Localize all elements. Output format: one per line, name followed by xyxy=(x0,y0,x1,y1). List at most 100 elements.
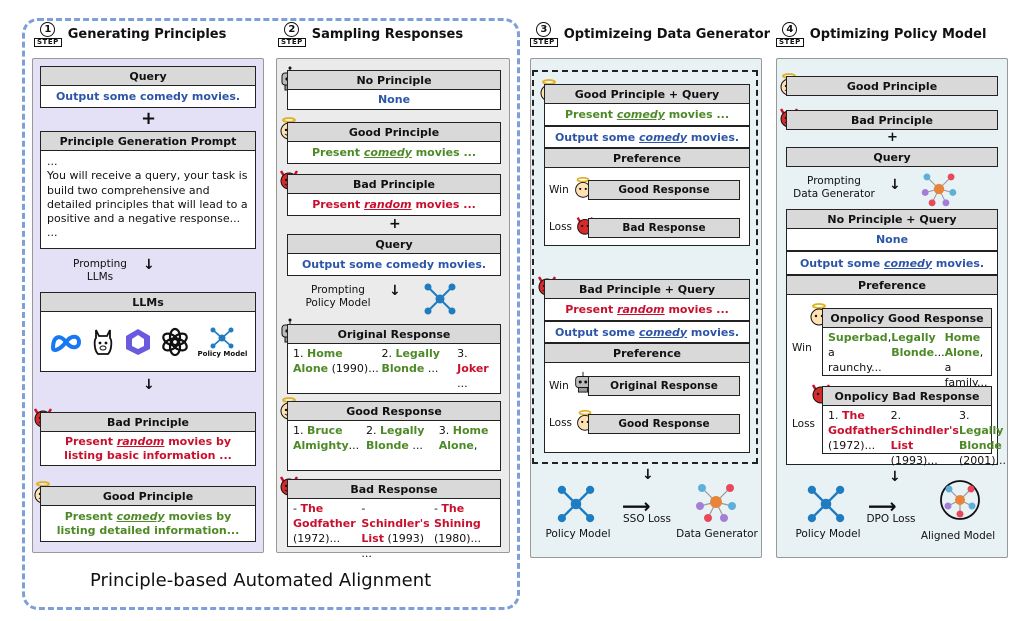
c2-query-text: Output some comedy movies. xyxy=(287,254,501,276)
step-title: Optimizing Policy Model xyxy=(809,27,987,42)
item-year: (1980)... xyxy=(433,531,482,545)
item-number: 2. xyxy=(890,409,902,422)
c3-good-response-chip-1: Good Response xyxy=(588,180,740,200)
item-title: Schindler's List xyxy=(361,516,430,545)
item-title: Home Alone xyxy=(944,331,981,359)
text-part: Output some xyxy=(554,325,640,339)
item-title: The Shining xyxy=(433,502,481,530)
item-year: , xyxy=(473,438,478,452)
item-number: 1. xyxy=(828,409,842,422)
step-tag: STEP xyxy=(530,38,558,47)
text-emphasis: comedy xyxy=(639,325,688,339)
text-part: Present xyxy=(564,108,617,121)
text-part: movies ... xyxy=(411,198,476,211)
item-title: Legally Blonde xyxy=(891,331,936,359)
c3-bad-principle-text: Present random movies ... xyxy=(544,299,750,321)
item-year: ... xyxy=(457,376,468,390)
item-number: 3. xyxy=(958,409,970,422)
text-part: Present xyxy=(311,146,364,159)
c3-bad-response-chip: Bad Response xyxy=(588,218,740,238)
c2-down-arrow: ↓ xyxy=(389,283,401,299)
c3-loss-name: SSO Loss xyxy=(623,513,671,525)
c3-preference-header-1: Preference xyxy=(544,148,750,168)
c3-loss-label-1: Loss xyxy=(549,221,573,233)
item-number: 3. xyxy=(457,347,468,360)
c2-bad-response-list: - The Godfather (1972)... - Schindler's … xyxy=(287,499,501,560)
text-part: movies ... xyxy=(411,146,477,159)
network-icon xyxy=(807,485,845,523)
c2-no-principle-text: None xyxy=(287,90,501,110)
c3-bad-pq-header: Bad Principle + Query xyxy=(544,279,750,299)
step-tag: STEP xyxy=(34,38,62,47)
item-number: - xyxy=(361,502,366,515)
text-part: movies ... xyxy=(664,108,730,121)
item-number: - xyxy=(293,502,301,515)
c1-query-text: Output some comedy movies. xyxy=(40,86,256,108)
c3-query-text-1: Output some comedy movies. xyxy=(544,126,750,148)
c2-bad-response-header: Bad Response xyxy=(287,479,501,499)
c3-policy-label: Policy Model xyxy=(545,528,611,540)
item-year: (1972)... xyxy=(293,531,341,545)
c3-preference-header-2: Preference xyxy=(544,343,750,363)
text-emphasis: comedy xyxy=(884,256,933,270)
c3-good-response-chip-2: Good Response xyxy=(588,414,740,434)
c1-llms-header: LLMs xyxy=(40,292,256,312)
policy-model-caption: Policy Model xyxy=(197,349,248,358)
item-number: 3. xyxy=(438,424,453,437)
c2-original-response-list: 1. Home Alone (1990)... 2. Legally Blond… xyxy=(287,344,501,394)
c3-win-label-2: Win xyxy=(549,380,569,392)
network-icon xyxy=(210,327,234,348)
c4-down-arrow-1: ↓ xyxy=(889,177,901,193)
text-part: movies. xyxy=(932,256,985,270)
c4-bad-principle: Bad Principle xyxy=(786,110,998,130)
c2-good-response-header: Good Response xyxy=(287,401,501,421)
step-number: 3 xyxy=(536,22,552,37)
item-year: (2001)... xyxy=(958,453,1007,467)
text-part: Output some xyxy=(799,256,885,270)
item-title: Bruce Almighty xyxy=(293,424,349,452)
step-title: Optimizeing Data Generator xyxy=(563,27,771,42)
c3-query-text-2: Output some comedy movies. xyxy=(544,321,750,343)
item-year: ... xyxy=(348,438,360,452)
c1-down-arrow-2: ↓ xyxy=(143,377,155,393)
c1-good-principle-header: Good Principle xyxy=(40,486,256,506)
c4-win-label: Win xyxy=(792,342,812,354)
text-part: Output some xyxy=(554,130,640,144)
openai-icon xyxy=(162,327,189,356)
c2-bad-principle-text: Present random movies ... xyxy=(287,194,501,216)
c4-npq-header: No Principle + Query xyxy=(786,209,998,229)
pipeline-frame xyxy=(22,18,520,610)
item-number: 1. xyxy=(293,347,307,360)
c1-bad-principle-header: Bad Principle xyxy=(40,412,256,432)
c1-bad-principle-text: Present random movies by listing basic i… xyxy=(40,432,256,466)
item-title: Legally Blonde xyxy=(381,347,440,375)
c2-no-principle-header: No Principle xyxy=(287,70,501,90)
meta-icon xyxy=(50,334,81,352)
text-emphasis: comedy xyxy=(616,108,665,121)
item-title: Home Alone xyxy=(438,424,489,452)
footer-title: Principle-based Automated Alignment xyxy=(90,570,432,591)
text-emphasis: comedy xyxy=(639,130,688,144)
c4-right-arrow: ⟶ xyxy=(868,494,897,518)
item-title: Legally Blonde xyxy=(366,424,425,452)
c3-generator-label: Data Generator xyxy=(676,528,758,540)
item-number: 1. xyxy=(293,424,307,437)
c4-down-arrow-2: ↓ xyxy=(889,469,901,485)
c4-query-text: Output some comedy movies. xyxy=(786,251,998,275)
c3-right-arrow: ⟶ xyxy=(622,494,651,518)
policy-model-logo: Policy Model xyxy=(197,326,248,358)
qwen-icon xyxy=(126,328,151,355)
c4-onpolicy-bad-header: Onpolicy Bad Response xyxy=(822,386,992,406)
network-icon xyxy=(557,485,595,523)
c4-query: Query xyxy=(786,147,998,167)
c3-good-principle-text: Present comedy movies ... xyxy=(544,104,750,126)
c4-preference-header: Preference xyxy=(786,275,998,295)
c1-pgp-content: ... You will receive a query, your task … xyxy=(47,155,248,240)
c3-win-label-1: Win xyxy=(549,184,569,196)
c2-good-response-list: 1. Bruce Almighty... 2. Legally Blonde .… xyxy=(287,421,501,471)
c1-pgp-text: ... You will receive a query, your task … xyxy=(40,151,256,249)
c2-bad-principle-header: Bad Principle xyxy=(287,174,501,194)
